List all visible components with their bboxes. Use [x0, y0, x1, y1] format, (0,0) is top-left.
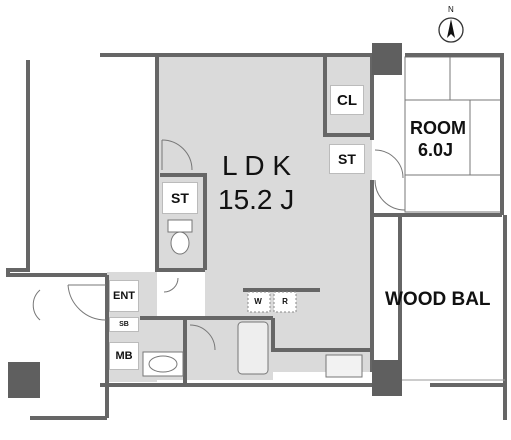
- washer-label: W: [252, 296, 264, 307]
- meter-box-label: MB: [109, 342, 139, 370]
- fridge-label: R: [279, 296, 291, 307]
- bathtub-icon: [237, 321, 269, 375]
- doors: [32, 139, 406, 351]
- compass-icon: [438, 17, 464, 43]
- columns: [8, 43, 402, 398]
- washbasin-icon: [142, 351, 184, 377]
- shoe-box-label: SB: [109, 317, 139, 332]
- storage-label-right: ST: [329, 144, 365, 174]
- kitchen-sink-icon: [325, 354, 363, 378]
- column: [372, 43, 402, 75]
- room-size: 6.0J: [418, 140, 454, 160]
- walls: [6, 53, 507, 420]
- balcony-name: WOOD BAL: [385, 289, 491, 310]
- storage-label-left: ST: [162, 182, 198, 214]
- column: [372, 360, 402, 396]
- room-name: ROOM: [410, 118, 466, 138]
- entrance-label: ENT: [109, 280, 139, 312]
- compass-north-label: N: [448, 5, 454, 14]
- column: [8, 362, 40, 398]
- ldk-name: L D K: [222, 150, 291, 181]
- ldk-size: 15.2 J: [218, 184, 295, 215]
- toilet-icon: [167, 219, 193, 255]
- closet-label: CL: [330, 85, 364, 115]
